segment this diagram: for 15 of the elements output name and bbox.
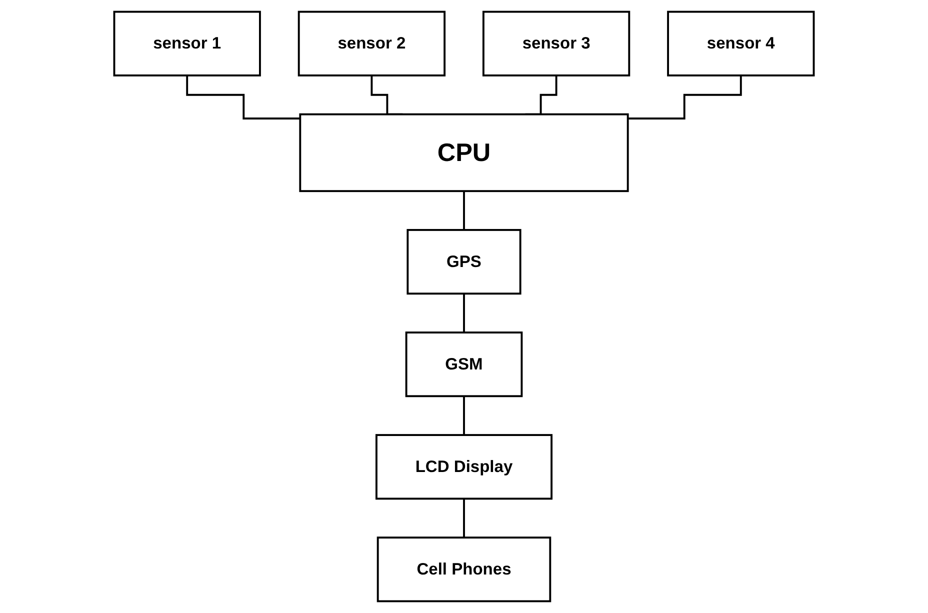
node-box: sensor 1: [113, 10, 261, 76]
connector: [463, 190, 465, 231]
node-box: LCD Display: [375, 434, 553, 500]
node-box: sensor 2: [298, 10, 446, 76]
node-box: sensor 3: [482, 10, 630, 76]
node-box: sensor 4: [667, 10, 815, 76]
connector: [463, 292, 465, 334]
node-box: GSM: [405, 332, 523, 398]
node-box: CPU: [299, 113, 629, 192]
connector: [463, 395, 465, 436]
connector: [186, 74, 300, 120]
node-box: Cell Phones: [376, 536, 552, 602]
connector: [628, 74, 742, 120]
node-box: GPS: [406, 229, 522, 295]
connector: [463, 498, 465, 539]
